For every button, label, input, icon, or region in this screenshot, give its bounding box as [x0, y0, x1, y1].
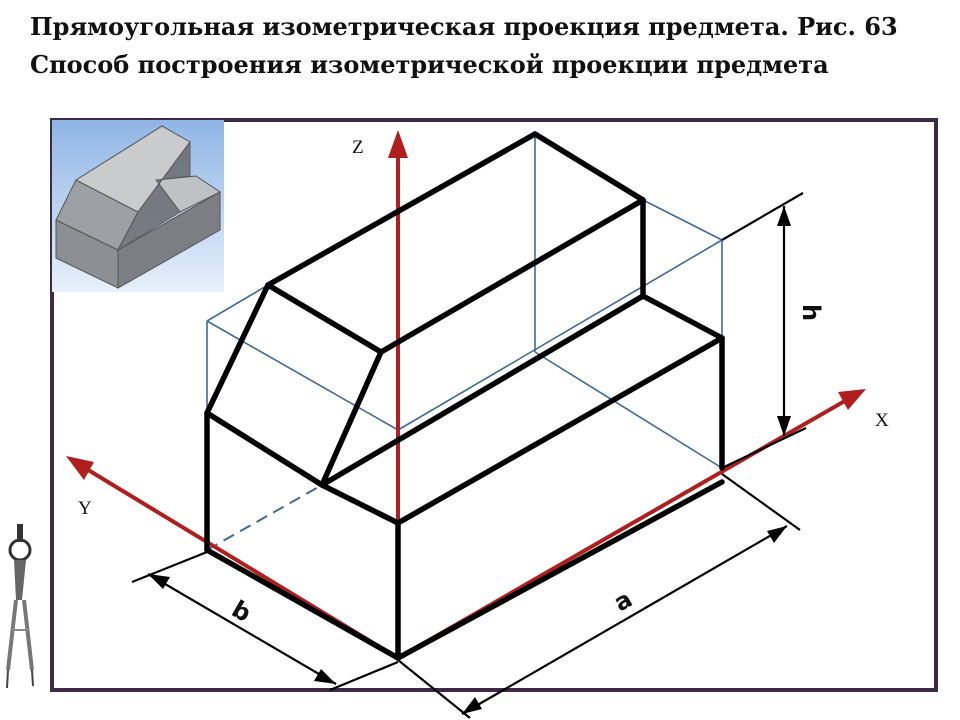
x-axis-label: X — [875, 410, 889, 431]
y-axis-arrow — [66, 456, 94, 480]
construction-box — [206, 134, 723, 469]
z-axis-label: Z — [352, 137, 364, 158]
drawing-compass-icon — [6, 524, 34, 689]
object-outline — [204, 131, 725, 661]
dimension-label-a: a — [609, 585, 637, 617]
dimension-label-h: h — [797, 304, 825, 321]
title-line-2: Способ построения изометрической проекци… — [30, 50, 829, 79]
y-axis-label: Y — [78, 498, 92, 519]
part-thumbnail — [52, 120, 224, 292]
drawing-frame — [50, 118, 938, 692]
axes — [66, 130, 866, 660]
z-axis-arrow — [388, 130, 408, 158]
dimension-lines — [131, 192, 807, 719]
x-axis-arrow — [838, 389, 866, 410]
title-line-1: Прямоугольная изометрическая проекция пр… — [30, 12, 898, 41]
hidden-edge — [206, 484, 323, 551]
